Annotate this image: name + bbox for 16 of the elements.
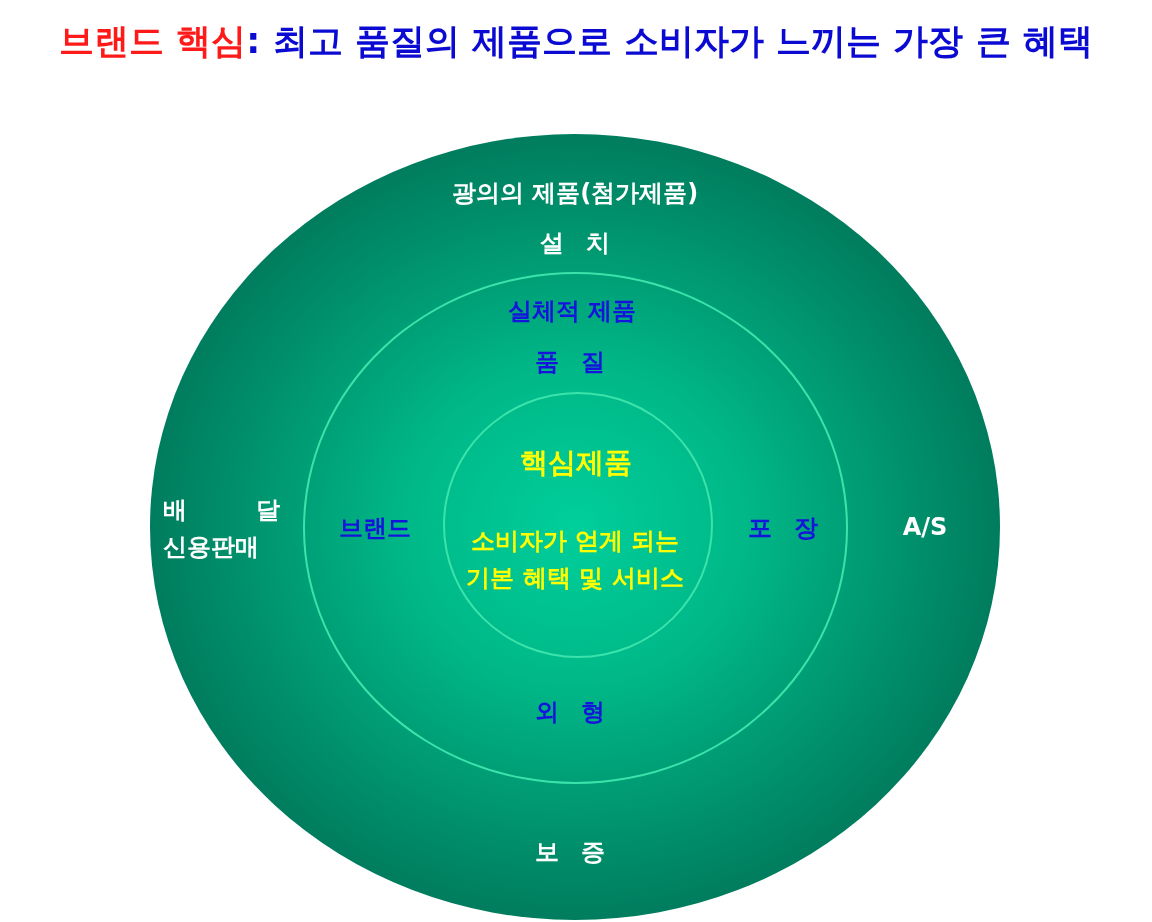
ring-heading: 광의의 제품(첨가제품) (451, 178, 699, 208)
core-circle (443, 392, 713, 658)
ring-item: 포 장 (748, 513, 818, 543)
core-description: 소비자가 얻게 되는 기본 혜택 및 서비스 (465, 526, 685, 594)
ring-item: 설 치 (540, 228, 610, 258)
core-heading: 핵심제품 (520, 444, 632, 480)
ring-item: A/S (902, 512, 948, 542)
ring-item: 보 증 (535, 837, 605, 867)
ring-heading: 실체적 제품 (507, 296, 637, 326)
ring-item: 품 질 (535, 347, 605, 377)
ring-item: 외 형 (535, 697, 605, 727)
ring-item: 배 달 (163, 495, 280, 525)
page-title: 브랜드 핵심: 최고 품질의 제품으로 소비자가 느끼는 가장 큰 혜택 (58, 20, 1094, 63)
ring-item: 브랜드 (339, 513, 411, 543)
ring-item: 신용판매 (163, 532, 259, 562)
middle-ring (303, 272, 848, 784)
